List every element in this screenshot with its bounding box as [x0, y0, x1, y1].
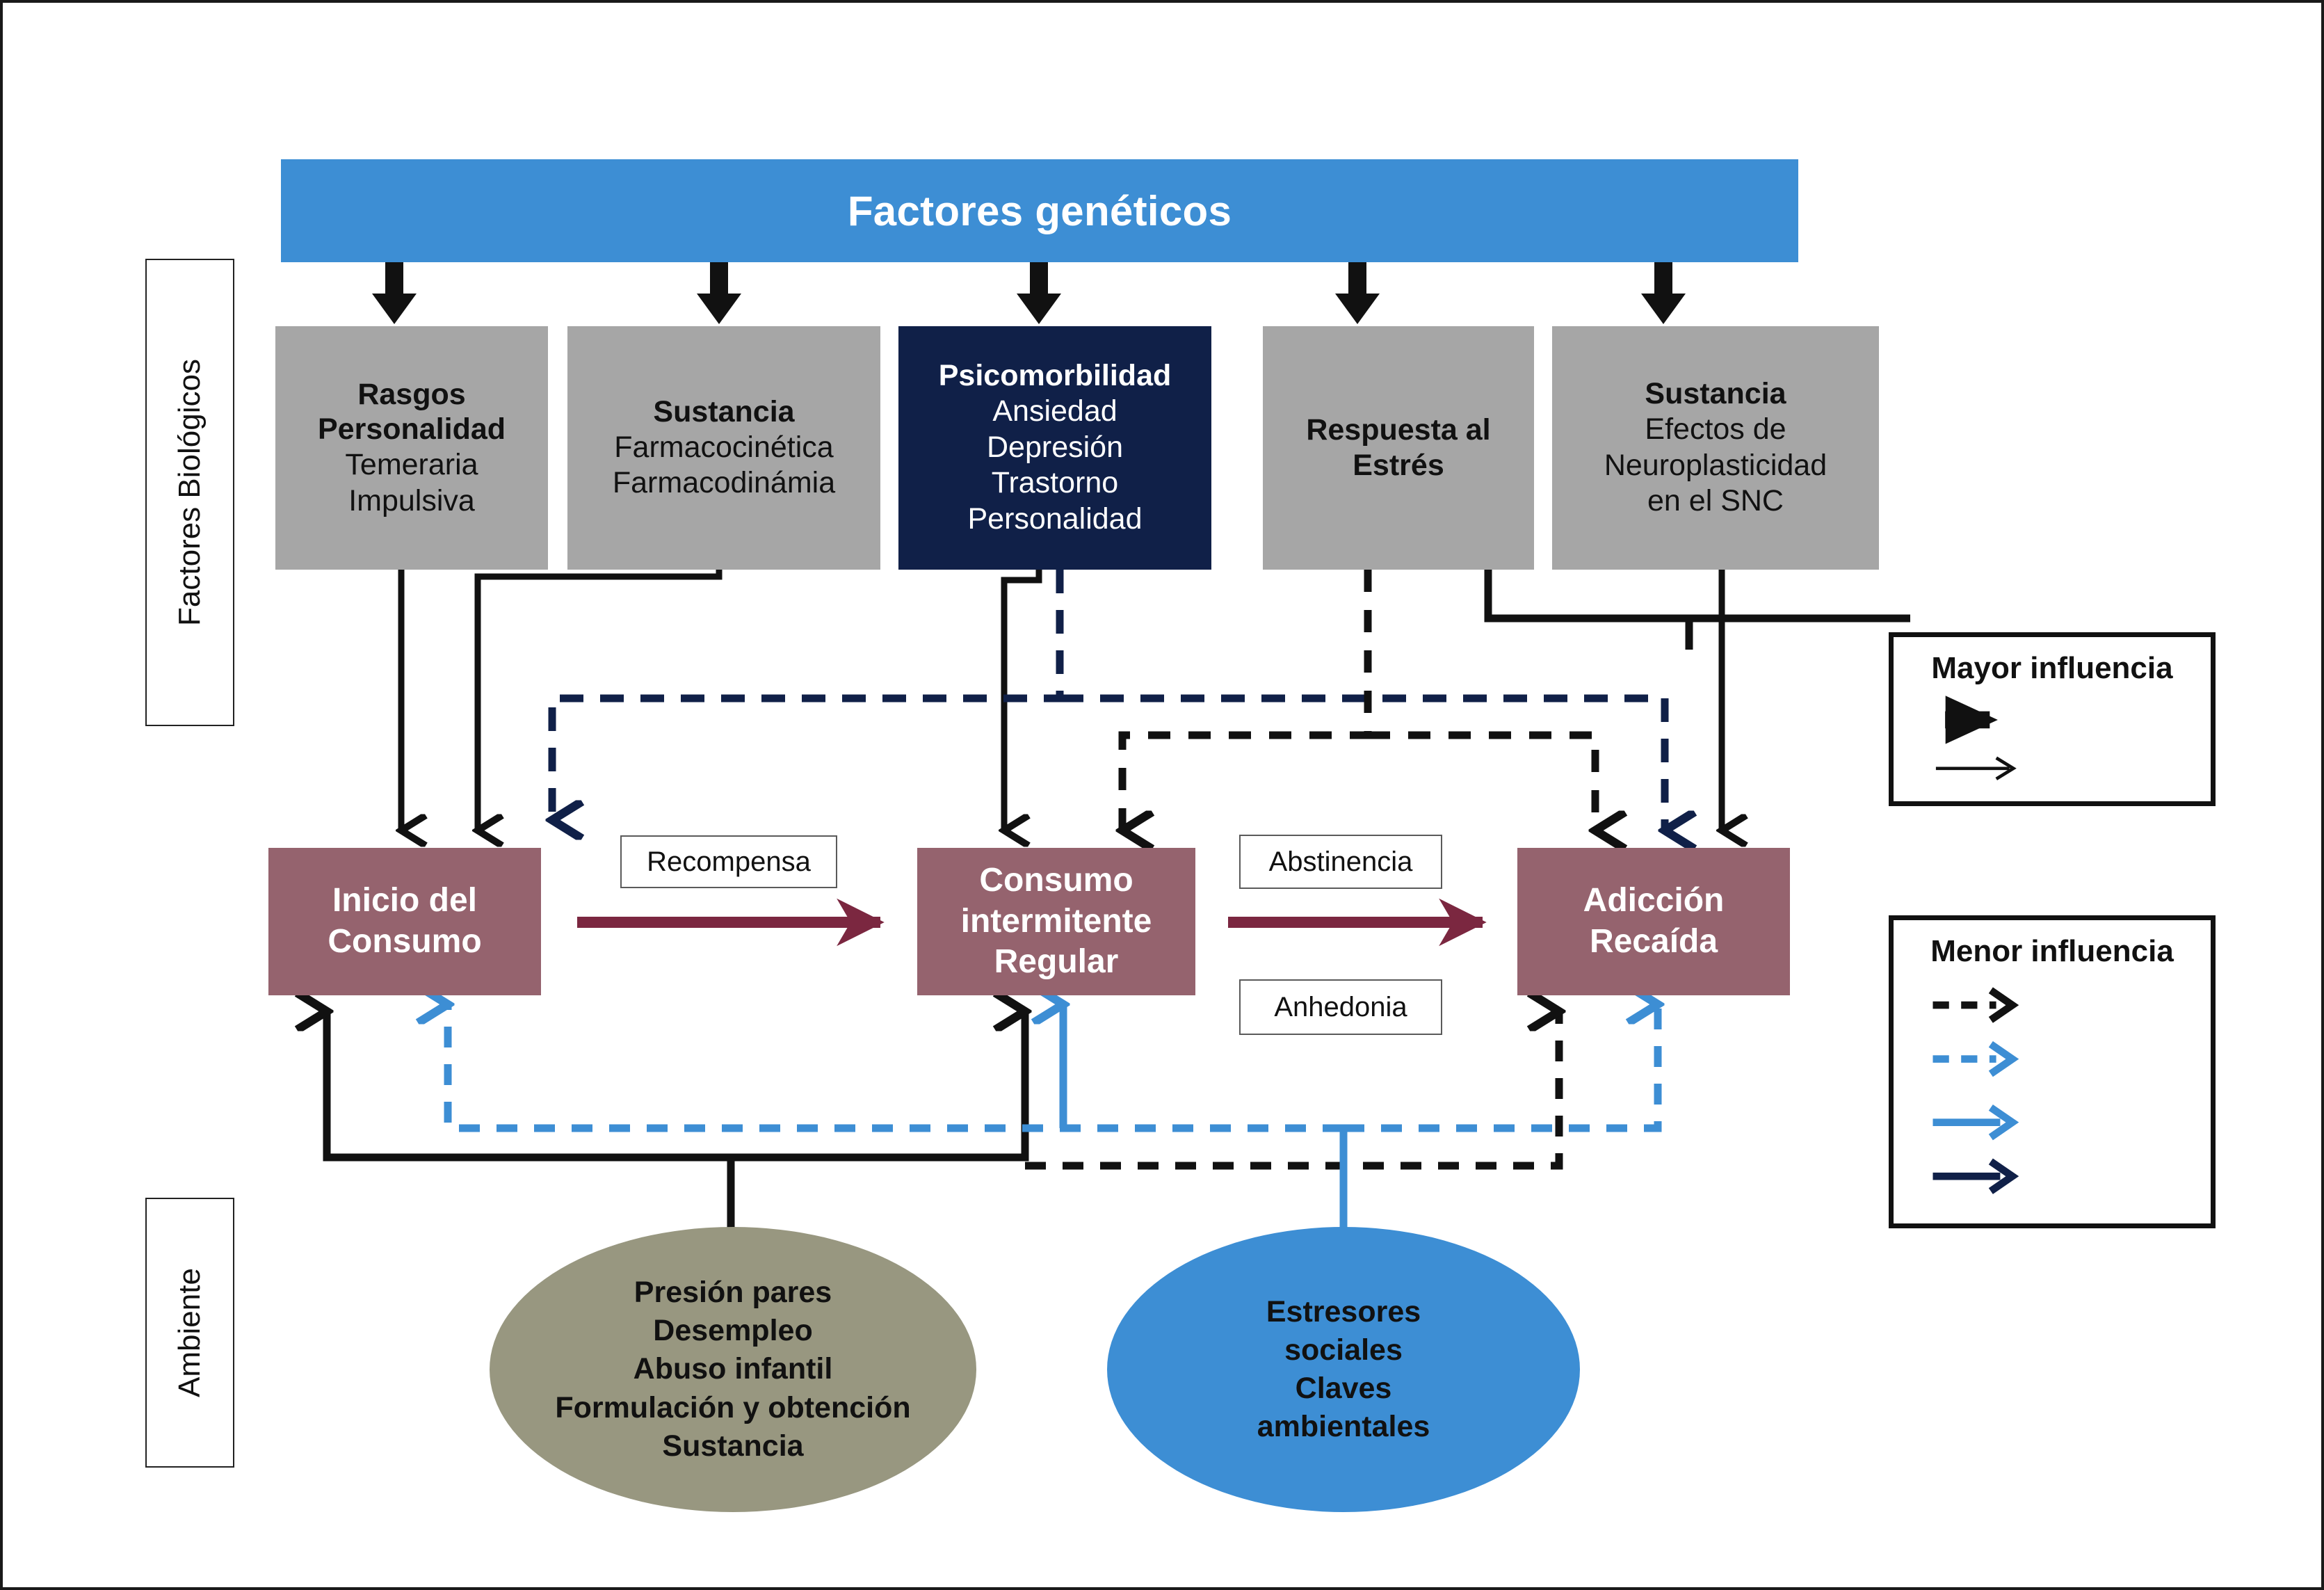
bio-box-line: Trastorno [991, 466, 1119, 500]
tag-label: Anhedonia [1274, 991, 1407, 1022]
legend-dashed-blue-arrow [1932, 1041, 2019, 1077]
bio-box-line: Impulsiva [348, 483, 475, 517]
genetic-to-bio-arrows [372, 262, 1686, 324]
bio-box-heading: Sustancia [1645, 377, 1786, 411]
side-label-text: Factores Biológicos [172, 359, 207, 626]
legend-solid-navy-arrow [1932, 1158, 2019, 1194]
ellipse-line: Presión pares [634, 1276, 832, 1310]
ellipse-estresores-sociales[interactable]: Estresores sociales Claves ambientales [1107, 1227, 1580, 1512]
edge-ambiente-to-consumo [731, 1011, 1025, 1162]
ellipse-line: Claves [1295, 1372, 1392, 1405]
edge-psico-to-consumo [1004, 570, 1042, 830]
bio-box-line: Farmacodinámia [612, 466, 836, 500]
tag-label: Abstinencia [1268, 846, 1413, 877]
bio-box-line: Personalidad [967, 501, 1143, 536]
bio-box-line: Ansiedad [992, 394, 1117, 428]
edge-navy-bus-to-adiccion [1060, 694, 1665, 830]
bio-box-sustancia-neuroplasticidad[interactable]: Sustancia Efectos de Neuroplasticidad en… [1552, 326, 1879, 570]
tag-label: Recompensa [647, 846, 811, 877]
edge-psico-dashed-to-inicio [552, 570, 1064, 820]
bio-box-heading: Psicomorbilidad [938, 359, 1172, 393]
edge-estres-to-adiccion [1368, 731, 1595, 830]
ellipse-line: sociales [1284, 1333, 1403, 1367]
bio-box-sustancia-farmacologia[interactable]: Sustancia Farmacocinética Farmacodinámia [567, 326, 880, 570]
bio-box-line: Farmacocinética [614, 430, 834, 464]
bio-box-line: Temeraria [345, 448, 478, 482]
ellipse-line: Sustancia [662, 1429, 804, 1463]
bio-box-line: en el SNC [1647, 484, 1784, 518]
genetic-factors-title: Factores genéticos [847, 187, 1232, 234]
tag-anhedonia[interactable]: Anhedonia [1239, 979, 1442, 1035]
legend-menor-symbols [1932, 987, 2019, 1194]
legend-title: Mayor influencia [1931, 651, 2173, 685]
legend-solid-thin-arrow [1935, 756, 2017, 780]
ellipse-line: Abuso infantil [633, 1352, 833, 1386]
bio-box-line: Depresión [987, 430, 1123, 464]
ellipse-line: ambientales [1257, 1410, 1430, 1444]
side-label-ambiente: Ambiente [145, 1198, 234, 1468]
bio-box-line: Neuroplasticidad [1604, 448, 1827, 482]
edge-estres-to-consumo [1122, 570, 1372, 830]
connector-layer [3, 262, 1910, 1296]
genetic-factors-header: Factores genéticos [281, 159, 1798, 262]
edge-estres-solid-elbow [1484, 570, 1910, 623]
edge-bottom-dashed-to-adiccion [1025, 1011, 1559, 1170]
ellipse-line: Desempleo [653, 1314, 813, 1348]
bio-box-heading: Sustancia [653, 395, 795, 429]
tag-abstinencia[interactable]: Abstinencia [1239, 835, 1442, 889]
legend-mayor-influencia: Mayor influencia [1889, 632, 2216, 806]
edge-farmaco-to-inicio [478, 570, 723, 830]
bio-box-psicomorbilidad[interactable]: Psicomorbilidad Ansiedad Depresión Trast… [898, 326, 1211, 570]
legend-mayor-symbols [1935, 696, 2017, 780]
ellipse-line: Estresores [1266, 1294, 1421, 1328]
edge-blue-dashed-bus-left [448, 1004, 1343, 1132]
tag-recompensa[interactable]: Recompensa [620, 835, 837, 888]
legend-menor-influencia: Menor influencia [1889, 915, 2216, 1228]
legend-title: Menor influencia [1930, 934, 2174, 968]
legend-dashed-black-arrow [1932, 987, 2019, 1023]
bio-box-line: Efectos de [1645, 412, 1786, 446]
ellipse-line: Formulación y obtención [555, 1390, 911, 1424]
side-label-factores-biologicos: Factores Biológicos [145, 259, 234, 726]
legend-solid-blue-arrow [1932, 1104, 2019, 1141]
side-label-text: Ambiente [172, 1268, 207, 1397]
ellipse-factores-ambientales[interactable]: Presión pares Desempleo Abuso infantil F… [490, 1227, 976, 1512]
edge-blue-dashed-bus-right [1343, 1004, 1658, 1132]
